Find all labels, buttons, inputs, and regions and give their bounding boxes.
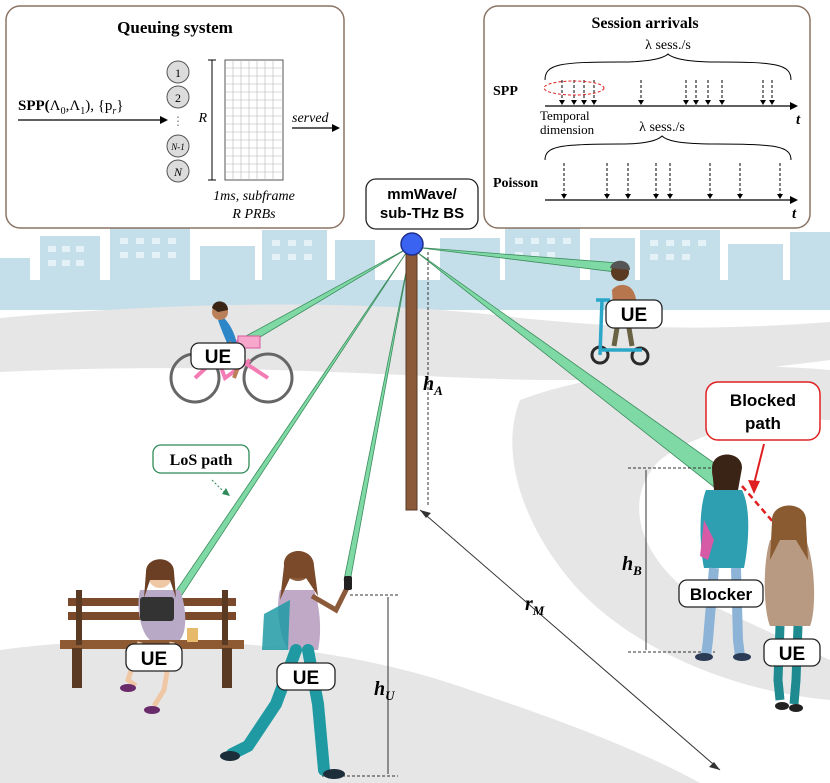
poisson-arrival-arrows bbox=[563, 163, 781, 197]
poisson-row-label: Poisson bbox=[493, 176, 538, 191]
bench-figure bbox=[60, 559, 244, 714]
rm-dimension bbox=[419, 509, 721, 771]
right-ue-figure bbox=[764, 505, 815, 712]
blocked-path-label: Blocked path bbox=[705, 381, 821, 441]
skyline-windows bbox=[48, 238, 706, 266]
los-path-label: LoS path bbox=[152, 444, 250, 474]
queuing-title: Queuing system bbox=[117, 18, 233, 37]
ue-label-cyclist: UE bbox=[190, 342, 246, 370]
session-arrivals-panel: Session arrivals λ sess./s SPP t Tempora… bbox=[483, 5, 811, 229]
bs-label-line-1: mmWave/ bbox=[387, 186, 457, 203]
t-axis-label-spp: t bbox=[796, 112, 801, 128]
r-label: R bbox=[197, 111, 207, 126]
sessions-title: Session arrivals bbox=[591, 15, 698, 32]
prb-grid bbox=[224, 59, 284, 181]
bs-label-line-2: sub-THz BS bbox=[380, 205, 464, 222]
walking-ue-figure bbox=[220, 551, 352, 779]
hb-label: hB bbox=[622, 553, 642, 578]
bs-label-box: mmWave/ sub-THz BS bbox=[365, 178, 479, 230]
svg-text:UE: UE bbox=[141, 649, 167, 670]
bs-pole bbox=[400, 232, 424, 511]
blocked-callout-arrow bbox=[753, 443, 765, 485]
server-stack: 1 2 ⋮ N-1 N bbox=[166, 60, 190, 183]
server-1-label: 1 bbox=[175, 66, 181, 80]
los-path-arrow bbox=[211, 479, 230, 496]
temporal-label-2: dimension bbox=[540, 122, 595, 137]
svg-text:⋮: ⋮ bbox=[172, 114, 184, 128]
hb-dimension bbox=[628, 467, 715, 653]
bs-antenna-icon bbox=[400, 232, 424, 256]
beams bbox=[173, 246, 739, 599]
ue-label-scooter: UE bbox=[605, 299, 663, 329]
rate-label-spp: λ sess./s bbox=[645, 38, 691, 53]
svg-text:Blocked: Blocked bbox=[730, 391, 796, 410]
spp-row-label: SPP bbox=[493, 84, 518, 99]
rate-label-poisson: λ sess./s bbox=[639, 120, 685, 135]
temporal-label-1: Temporal bbox=[540, 108, 590, 123]
svg-text:LoS path: LoS path bbox=[170, 452, 233, 469]
rm-label: rM bbox=[525, 593, 545, 618]
server-2-label: 2 bbox=[175, 91, 181, 105]
t-axis-label-poisson: t bbox=[792, 206, 797, 222]
spp-arrival-label: SPP(Λ0,Λ1), {pr} bbox=[18, 98, 124, 117]
server-n-1-label: N-1 bbox=[170, 142, 185, 152]
svg-text:Blocker: Blocker bbox=[690, 585, 753, 604]
spp-arrival-arrows bbox=[561, 80, 773, 103]
ue-label-walking: UE bbox=[276, 662, 336, 691]
scooter-figure bbox=[590, 260, 650, 366]
svg-text:UE: UE bbox=[621, 305, 647, 326]
grid-caption-line-2: R PRBs bbox=[231, 207, 276, 222]
ha-label: hA bbox=[423, 373, 443, 398]
svg-text:UE: UE bbox=[205, 347, 231, 368]
grid-caption-line-1: 1ms, subframe bbox=[213, 189, 295, 204]
served-label: served bbox=[292, 111, 330, 126]
ue-label-right: UE bbox=[763, 638, 821, 667]
queuing-system-panel: Queuing system SPP(Λ0,Λ1), {pr} 1 2 ⋮ N-… bbox=[5, 5, 345, 229]
burst-ellipse bbox=[543, 80, 605, 96]
blocker-label: Blocker bbox=[678, 579, 764, 608]
hu-label: hU bbox=[374, 678, 395, 703]
server-n-label: N bbox=[173, 165, 183, 179]
ue-label-bench: UE bbox=[125, 643, 183, 672]
svg-text:path: path bbox=[745, 414, 781, 433]
svg-text:UE: UE bbox=[293, 668, 319, 689]
svg-text:UE: UE bbox=[779, 644, 805, 665]
